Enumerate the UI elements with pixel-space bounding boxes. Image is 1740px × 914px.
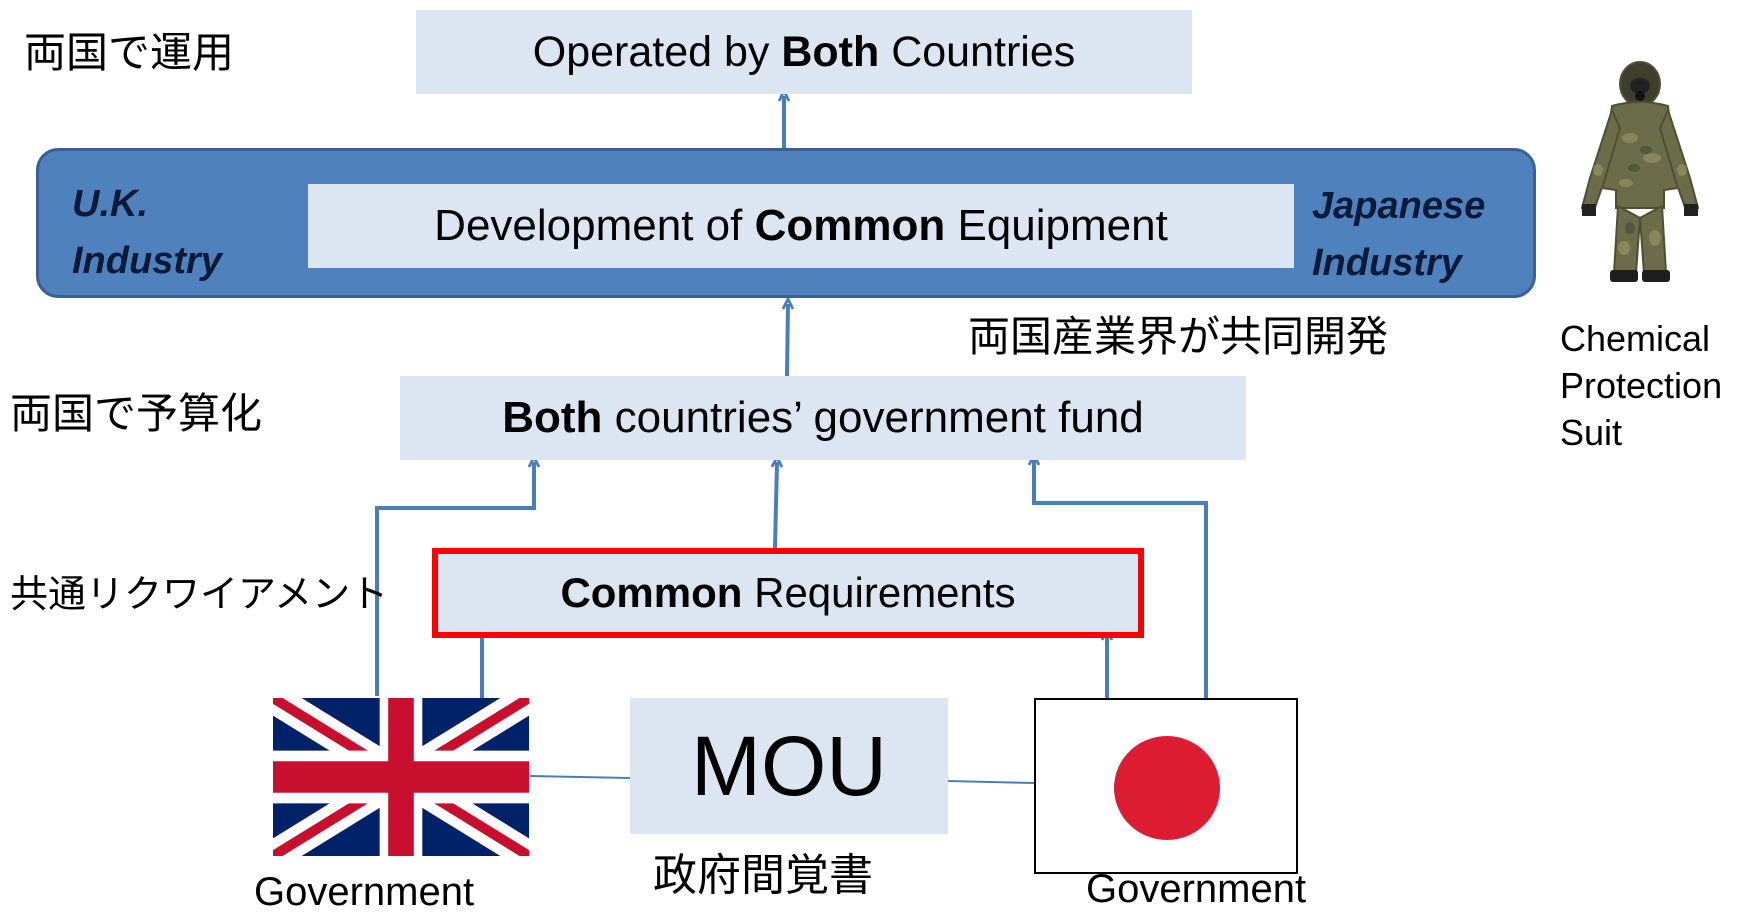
mou-box: MOU: [630, 698, 948, 834]
jp-industry-line2: Industry: [1312, 242, 1462, 284]
mou-label: MOU: [691, 718, 887, 813]
operated-box: Operated by Both Countries: [416, 10, 1192, 94]
common-equipment-bold: Common: [754, 201, 946, 250]
codevelop-jp-label: 両国産業界が共同開発: [968, 312, 1389, 361]
operated-bold: Both: [781, 27, 880, 76]
common-equipment-box: Development of Common Equipment: [308, 184, 1294, 268]
arrow-req-to-fund: [775, 462, 777, 549]
fund-post: countries’ government fund: [602, 393, 1144, 442]
mou-jp-link: [947, 780, 1035, 784]
suit-caption: Chemical Protection Suit: [1560, 316, 1722, 456]
common-equipment-post: Equipment: [945, 201, 1168, 250]
uk-government-label: Government: [254, 870, 475, 914]
arrow-jp-to-fund: [1034, 460, 1208, 698]
requirements-jp-label: 共通リクワイアメント: [10, 572, 389, 616]
suit-caption-line3: Suit: [1560, 411, 1623, 453]
rising-sun-disc-icon: [1114, 736, 1220, 840]
common-equipment-pre: Development of: [434, 201, 755, 250]
jp-government-label: Government: [1086, 867, 1307, 911]
mou-jp-label: 政府間覚書: [653, 850, 873, 901]
operated-pre: Operated by: [532, 27, 782, 76]
uk-flag-icon: [273, 698, 529, 856]
requirements-post: Requirements: [742, 569, 1016, 616]
arrow-uk-to-fund: [375, 462, 534, 696]
operate-jp-label: 両国で運用: [24, 28, 235, 77]
protective-suit-figure-icon: [1580, 61, 1700, 282]
arrow-fund-to-band: [787, 304, 788, 377]
requirements-bold: Common: [560, 569, 743, 616]
common-requirements-box: Common Requirements: [432, 548, 1144, 638]
suit-caption-line1: Chemical: [1560, 318, 1711, 359]
uk-industry-line1: U.K.: [72, 183, 148, 225]
jp-industry-line1: Japanese: [1312, 185, 1486, 227]
suit-caption-line2: Protection: [1560, 364, 1723, 406]
budget-jp-label: 両国で予算化: [10, 389, 263, 438]
japan-flag-icon: [1034, 698, 1298, 874]
uk-industry-line2: Industry: [72, 240, 222, 282]
uk-mou-link: [529, 775, 631, 779]
fund-bold: Both: [502, 393, 603, 442]
government-fund-box: Both countries’ government fund: [400, 376, 1246, 460]
jp-industry-label: Japanese Industry: [1312, 178, 1485, 292]
operated-post: Countries: [879, 27, 1076, 76]
uk-industry-label: U.K. Industry: [72, 176, 222, 290]
